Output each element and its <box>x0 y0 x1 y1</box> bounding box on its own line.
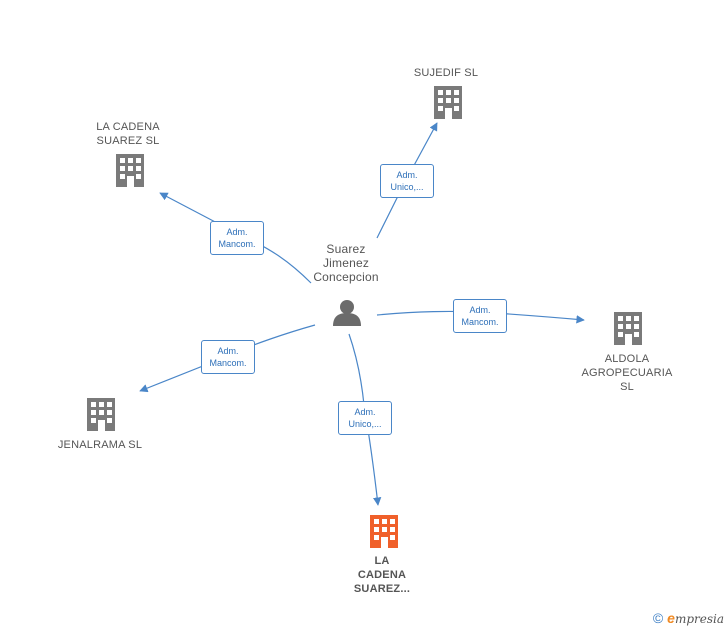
building-icon-cadena-top[interactable] <box>116 154 144 187</box>
relation-label-cadena-main[interactable]: Adm. Unico,... <box>338 401 392 435</box>
copyright-icon: © <box>652 610 664 626</box>
brand-initial: e <box>667 610 675 626</box>
company-label-aldola[interactable]: ALDOLA AGROPECUARIA SL <box>581 353 673 393</box>
building-icon-cadena-main[interactable] <box>370 515 398 548</box>
building-icon-jenalrama[interactable] <box>87 398 115 431</box>
person-icon[interactable] <box>333 300 361 326</box>
building-icon-sujedif[interactable] <box>434 86 462 119</box>
relation-label-jenalrama[interactable]: Adm. Mancom. <box>201 340 255 374</box>
footer-branding: © empresia <box>653 610 724 626</box>
brand-logo[interactable]: empresia <box>667 610 724 626</box>
relation-label-sujedif[interactable]: Adm. Unico,... <box>380 164 434 198</box>
brand-name: mpresia <box>674 612 724 626</box>
relation-label-cadena-top[interactable]: Adm. Mancom. <box>210 221 264 255</box>
company-label-jenalrama[interactable]: JENALRAMA SL <box>57 439 143 451</box>
building-icon-aldola[interactable] <box>614 312 642 345</box>
relation-label-aldola[interactable]: Adm. Mancom. <box>453 299 507 333</box>
company-label-sujedif[interactable]: SUJEDIF SL <box>413 67 479 79</box>
person-label[interactable]: Suarez Jimenez Concepcion <box>313 242 379 284</box>
company-label-cadena-top[interactable]: LA CADENA SUAREZ SL <box>96 121 160 147</box>
company-label-cadena-main[interactable]: LA CADENA SUAREZ... <box>353 555 411 595</box>
